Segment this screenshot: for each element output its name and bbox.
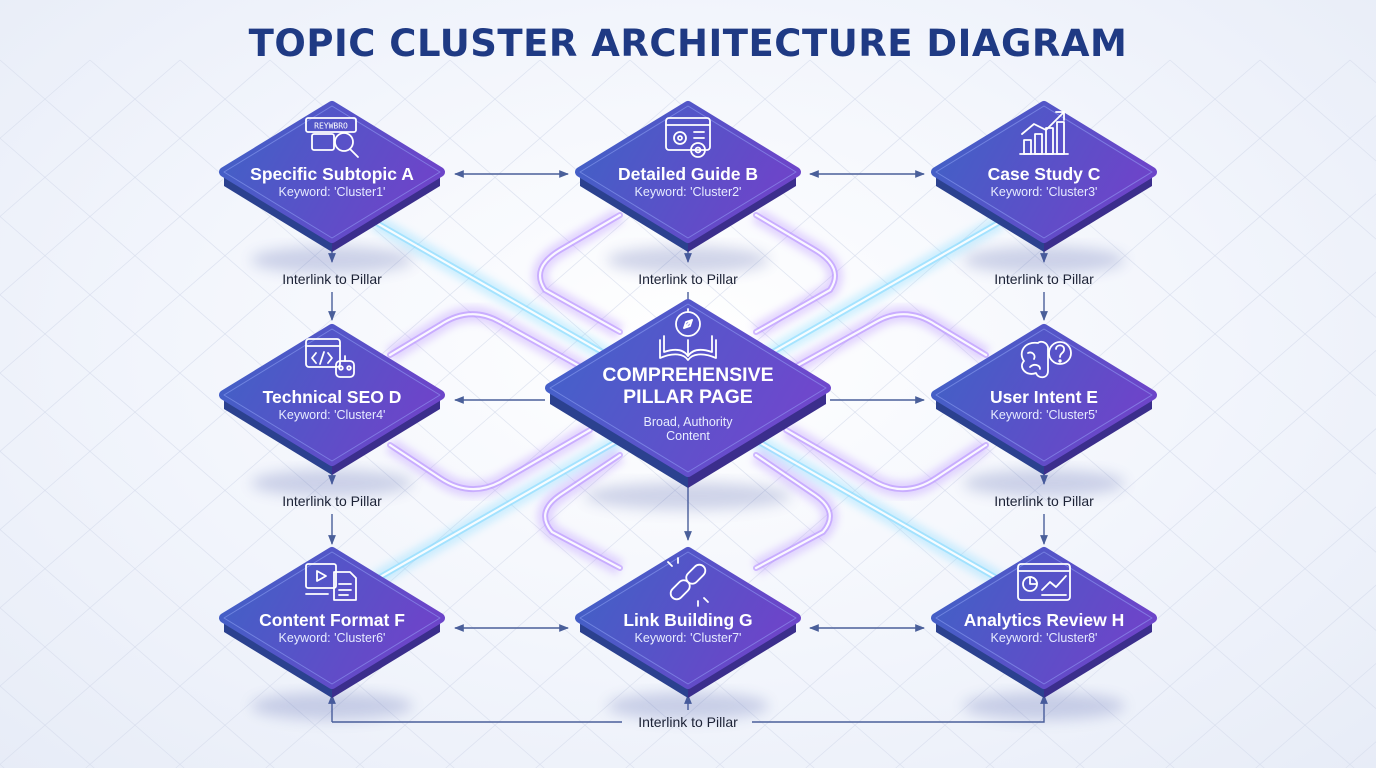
interlink-label: Interlink to Pillar	[638, 714, 738, 730]
cluster-keyword: Keyword: 'Cluster6'	[279, 631, 386, 645]
gear-window-icon	[665, 117, 711, 158]
cluster-title: Technical SEO D	[263, 387, 402, 407]
book-compass-icon	[659, 308, 717, 361]
video-document-icon	[305, 563, 357, 601]
cluster-keyword: Keyword: 'Cluster8'	[991, 631, 1098, 645]
cluster-keyword: Keyword: 'Cluster7'	[635, 631, 742, 645]
cluster-keyword: Keyword: 'Cluster3'	[991, 185, 1098, 199]
brain-question-icon	[1020, 340, 1072, 379]
diagram-title: TOPIC CLUSTER ARCHITECTURE DIAGRAM	[248, 22, 1128, 65]
interlink-label: Interlink to Pillar	[994, 493, 1094, 509]
bar-chart-icon	[1019, 111, 1069, 155]
pillar-title-line2: PILLAR PAGE	[623, 386, 753, 408]
cluster-title: Specific Subtopic A	[250, 164, 414, 184]
cluster-keyword: Keyword: 'Cluster2'	[635, 185, 742, 199]
interlink-label: Interlink to Pillar	[282, 271, 382, 287]
chain-link-icon	[667, 557, 709, 607]
cluster-keyword: Keyword: 'Cluster4'	[279, 408, 386, 422]
interlink-label: Interlink to Pillar	[638, 271, 738, 287]
cluster-keyword: Keyword: 'Cluster1'	[279, 185, 386, 199]
pillar-sub-line2: Content	[666, 429, 710, 443]
pillar-title-line1: COMPREHENSIVE	[602, 364, 773, 386]
code-robot-icon	[305, 338, 355, 378]
keyword-icon-text: REYWBRO	[314, 122, 348, 131]
analytics-dashboard-icon	[1017, 563, 1071, 601]
interlink-label: Interlink to Pillar	[994, 271, 1094, 287]
cluster-title: User Intent E	[990, 387, 1098, 407]
cluster-title: Detailed Guide B	[618, 164, 758, 184]
cluster-keyword: Keyword: 'Cluster5'	[991, 408, 1098, 422]
cluster-title: Content Format F	[259, 610, 405, 630]
interlink-label: Interlink to Pillar	[282, 493, 382, 509]
cluster-title: Case Study C	[988, 164, 1101, 184]
pillar-sub-line1: Broad, Authority	[644, 415, 734, 429]
keyword-search-icon: REYWBRO	[305, 117, 359, 158]
cluster-title: Analytics Review H	[964, 610, 1124, 630]
cluster-title: Link Building G	[623, 610, 752, 630]
